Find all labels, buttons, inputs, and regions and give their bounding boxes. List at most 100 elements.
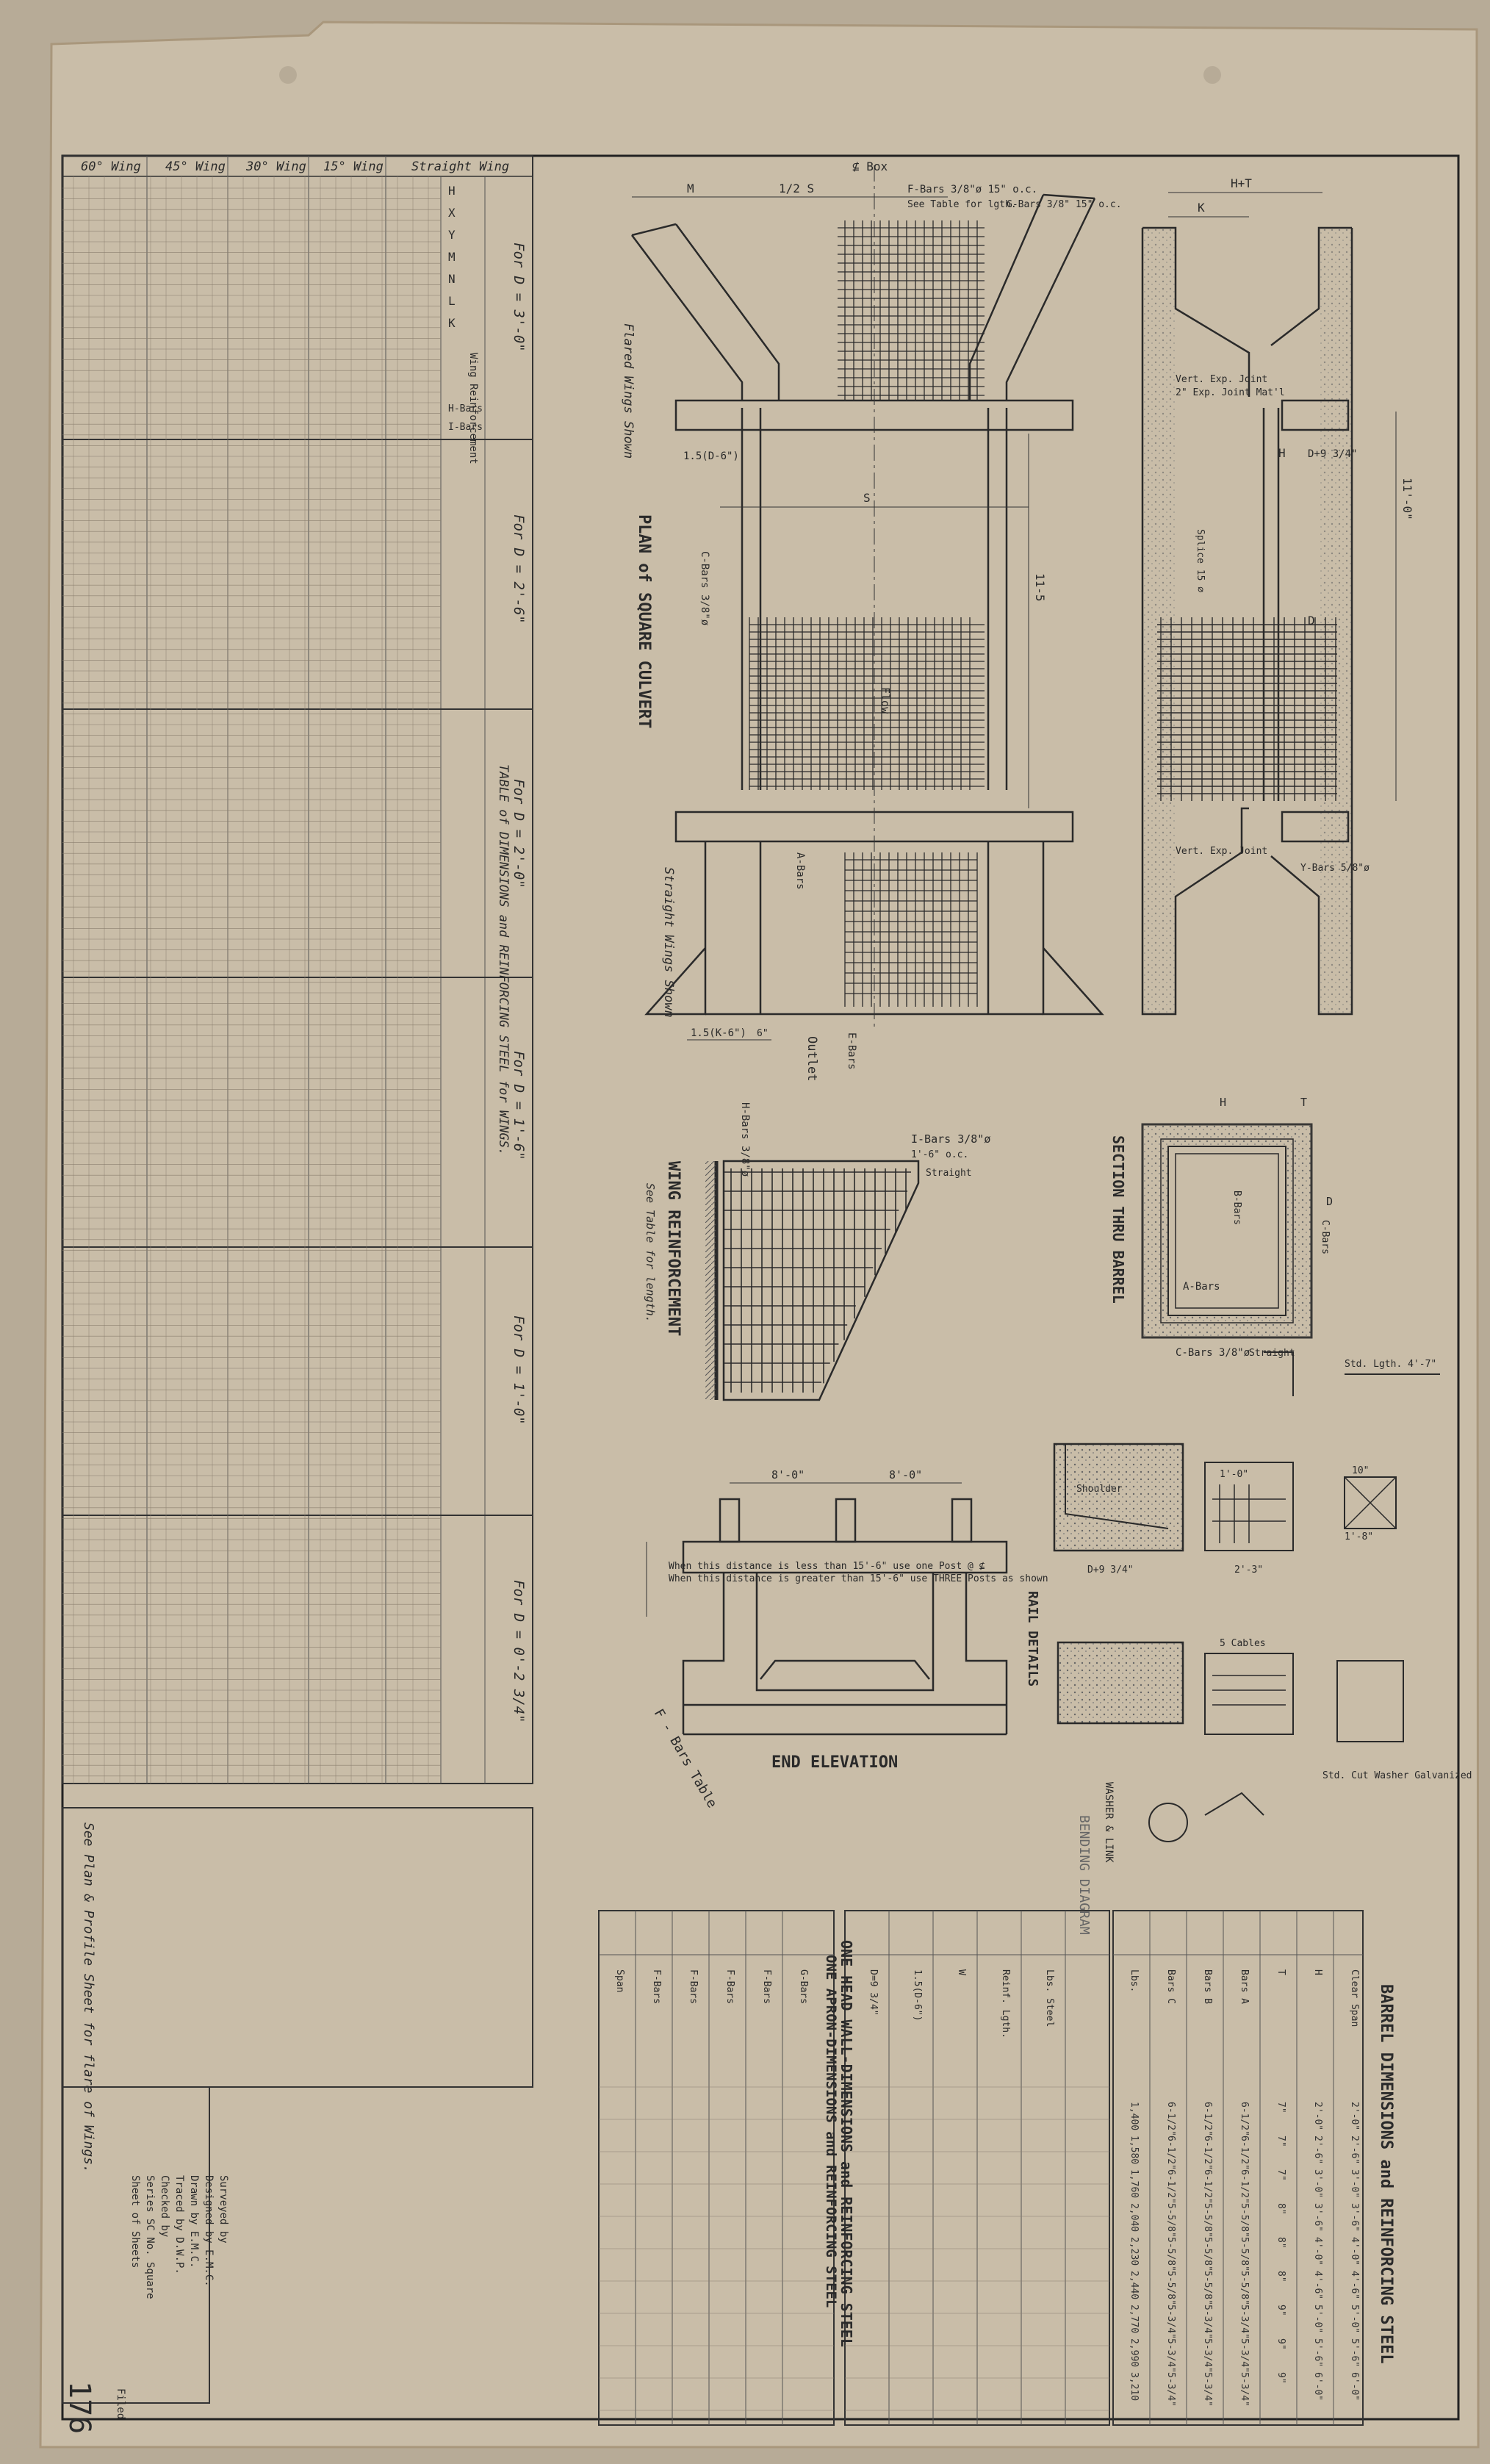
tb-line-2: Designed by E.M.C. <box>203 2175 215 2287</box>
hw-h4: Lbs. Steel <box>1044 1969 1055 2027</box>
wr-spacing: 1'-6" o.c. <box>911 1149 968 1160</box>
rail-cables: 5 Cables <box>1220 1638 1266 1649</box>
wing-reinforcement-label: Wing Reinforcement <box>467 353 479 464</box>
dim-d-plus: D+9 3/4" <box>1308 448 1357 460</box>
barrel-table-cell: 5-3/4" <box>1202 2372 1213 2407</box>
barrel-table-cell: 5-3/4" <box>1239 2305 1250 2339</box>
wing-header-45: 45° Wing <box>165 159 226 174</box>
wing-dimension-table: 60° Wing 45° Wing 30° Wing 15° Wing Stra… <box>62 155 533 1784</box>
barrel-c-bars-bottom: C-Bars 3/8"ø <box>1176 1347 1250 1359</box>
hw-h2: W <box>956 1969 967 1975</box>
group-title-4: For D = 1'-6" <box>511 1051 527 1160</box>
col-n: N <box>448 272 456 286</box>
barrel-table-cell: 3'-6" <box>1312 2203 1323 2232</box>
rail-details-drawing: Shoulder 1'-0" 5 Cables 10" 1'-8" 2'-3" … <box>1025 1351 1472 1935</box>
barrel-table-cell: 5-3/4" <box>1165 2305 1176 2339</box>
barrel-table-title: BARREL DIMENSIONS and REINFORCING STEEL <box>1377 1984 1395 2364</box>
group-title-3: For D = 2'-0" <box>511 779 527 888</box>
dim-1-5-k: 1.5(K-6") <box>691 1027 746 1039</box>
plan-c-bars: C-Bars 3/8"ø <box>699 551 710 626</box>
barrel-table-cell: 5-5/8" <box>1165 2203 1176 2238</box>
elev-note-1: When this distance is less than 15'-6" u… <box>669 1561 985 1572</box>
barrel-table-cell: 5-5/8" <box>1239 2203 1250 2238</box>
barrel-table-cell: 8" <box>1275 2203 1286 2215</box>
side-note: See Plan & Profile Sheet for flare of Wi… <box>81 1822 96 2173</box>
splice-note: Splice 15 ⌀ <box>1195 529 1206 592</box>
barrel-table-cell: 5-3/4" <box>1239 2372 1250 2407</box>
barrel-table-cell: 2'-0" <box>1349 2102 1360 2130</box>
head-wall-title: ONE HEAD WALL-DIMENSIONS and REINFORCING… <box>838 1940 855 2347</box>
rail-shoulder: Shoulder <box>1076 1484 1123 1495</box>
dim-m: M <box>687 182 694 195</box>
barrel-table-cell: 2'-6" <box>1349 2136 1360 2164</box>
barrel-table-cell: 7" <box>1275 2169 1286 2181</box>
rail-10in: 10" <box>1352 1465 1369 1476</box>
barrel-table-cell: 6-1/2" <box>1202 2102 1213 2136</box>
bt-h4: Bars B <box>1202 1969 1213 2004</box>
barrel-table-cell: 2,040 <box>1129 2203 1140 2232</box>
dim-h-plus-t: H+T <box>1231 176 1252 190</box>
col-y: Y <box>448 228 456 242</box>
barrel-table-cell: 4'-0" <box>1312 2237 1323 2266</box>
barrel-table-cell: 3'-0" <box>1349 2169 1360 2198</box>
wr-straight: Straight <box>926 1168 972 1179</box>
tb-line-4: Traced by D.W.P. <box>173 2175 185 2274</box>
barrel-b-bars: B-Bars <box>1231 1190 1242 1225</box>
washer-link: WASHER & LINK <box>1103 1782 1115 1863</box>
paper <box>39 21 1480 2449</box>
barrel-table-cell: 5-5/8" <box>1165 2271 1176 2305</box>
barrel-h: H <box>1220 1096 1226 1109</box>
barrel-table-cell: 9" <box>1275 2372 1286 2384</box>
barrel-table-cell: 8" <box>1275 2271 1286 2282</box>
elev-dim-2: 8'-0" <box>889 1468 922 1481</box>
ap-h3: F-Bars <box>724 1969 735 2004</box>
barrel-table-cell: 6-1/2" <box>1239 2102 1250 2136</box>
barrel-table-cell: 1,400 <box>1129 2102 1140 2130</box>
rail-1-0: 1'-0" <box>1220 1469 1248 1480</box>
group-title-1: For D = 3'-0" <box>511 243 527 352</box>
head-wall-table: ONE HEAD WALL-DIMENSIONS and REINFORCING… <box>838 1910 1110 2426</box>
barrel-table-cell: 3,210 <box>1129 2372 1140 2401</box>
barrel-table-cell: 7" <box>1275 2102 1286 2113</box>
barrel-table-cell: 3'-6" <box>1349 2203 1360 2232</box>
barrel-table-cell: 5-3/4" <box>1202 2305 1213 2339</box>
barrel-table-cell: 6'-0" <box>1312 2372 1323 2401</box>
bt-h2: T <box>1275 1969 1286 1975</box>
barrel-table-cell: 6'-0" <box>1349 2372 1360 2401</box>
longitudinal-section: H+T K H D D+9 3/4" 11'-0" Vert. Exp. Joi… <box>1141 176 1414 1016</box>
hw-h1: 1.5(D-6") <box>912 1969 923 2021</box>
barrel-section-title: SECTION THRU BARREL <box>1109 1135 1127 1304</box>
h-bars-col: H-Bars <box>448 403 483 414</box>
barrel-table-cell: 1,760 <box>1129 2169 1140 2198</box>
bt-h3: Bars A <box>1239 1969 1250 2004</box>
wing-header-15: 15° Wing <box>323 159 384 174</box>
barrel-table-cell: 2,440 <box>1129 2271 1140 2299</box>
plan-a-bars: A-Bars <box>794 852 806 890</box>
barrel-table-cell: 2,230 <box>1129 2237 1140 2266</box>
barrel-table-cell: 2'-6" <box>1312 2136 1323 2164</box>
col-l: L <box>448 294 456 308</box>
dim-s: S <box>863 491 871 505</box>
hw-h3: Reinf. Lgth. <box>1000 1969 1011 2039</box>
plan-e-bars: E-Bars <box>846 1032 857 1070</box>
col-m: M <box>448 250 456 264</box>
barrel-table-cell: 4'-6" <box>1312 2271 1323 2299</box>
wing-header-straight: Straight Wing <box>411 159 509 174</box>
barrel-table-cell: 5'-6" <box>1349 2338 1360 2367</box>
end-elevation-title: END ELEVATION <box>771 1753 898 1772</box>
group-title-6: For D = 0'-2 3/4" <box>511 1580 527 1723</box>
barrel-table-cell: 6-1/2" <box>1202 2136 1213 2170</box>
plan-title: PLAN of SQUARE CULVERT <box>635 514 653 728</box>
barrel-c-bars: C-Bars <box>1320 1220 1331 1254</box>
barrel-table-cell: 5-3/4" <box>1165 2372 1176 2407</box>
barrel-table-cell: 3'-0" <box>1312 2169 1323 2198</box>
tb-line-5: Checked by <box>159 2175 170 2237</box>
col-h: H <box>448 184 456 198</box>
barrel-table-cell: 5-5/8" <box>1202 2203 1213 2238</box>
punch-hole-left <box>279 66 297 84</box>
barrel-table-cell: 6-1/2" <box>1165 2102 1176 2136</box>
side-note-box: See Plan & Profile Sheet for flare of Wi… <box>62 1807 533 2173</box>
wr-h-bars: H-Bars 3/8"ø <box>739 1102 751 1177</box>
flared-wings-note: Flared Wings Shown <box>621 323 636 459</box>
g-bars-label: G-Bars 3/8" 15" o.c. <box>1007 199 1122 210</box>
